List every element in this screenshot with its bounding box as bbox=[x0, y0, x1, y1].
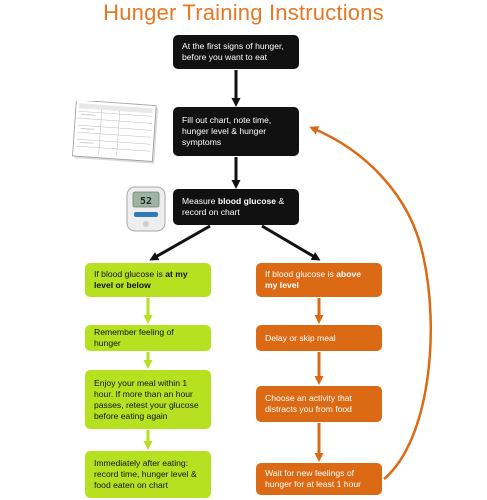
right-condition: If blood glucose is above my level bbox=[256, 263, 382, 297]
left-condition: If blood glucose is at my level or below bbox=[85, 263, 211, 297]
right-delay: Delay or skip meal bbox=[256, 325, 382, 351]
left-after-eating: Immediately after eating: record time, h… bbox=[85, 451, 211, 498]
step-fill-chart: Fill out chart, note time, hunger level … bbox=[173, 107, 299, 156]
right-activity: Choose an activity that distracts you fr… bbox=[256, 386, 382, 422]
right-wait: Wait for new feelings of hunger for at l… bbox=[256, 463, 382, 495]
chart-sheet-icon bbox=[72, 101, 159, 164]
arrow-measure-to-left bbox=[149, 224, 211, 261]
step-first-signs: At the first signs of hunger, before you… bbox=[173, 35, 299, 69]
page-title: Hunger Training Instructions bbox=[103, 0, 384, 25]
left-remember: Remember feeling of hunger bbox=[85, 325, 211, 351]
arrow-loop-back bbox=[309, 126, 433, 480]
glucose-meter-icon: 52 bbox=[126, 186, 166, 232]
arrow-measure-to-right bbox=[261, 224, 321, 261]
left-enjoy-meal: Enjoy your meal within 1 hour. If more t… bbox=[85, 370, 211, 429]
step-measure-glucose: Measure blood glucose & record on chart bbox=[173, 189, 299, 225]
meter-reading: 52 bbox=[140, 196, 152, 207]
